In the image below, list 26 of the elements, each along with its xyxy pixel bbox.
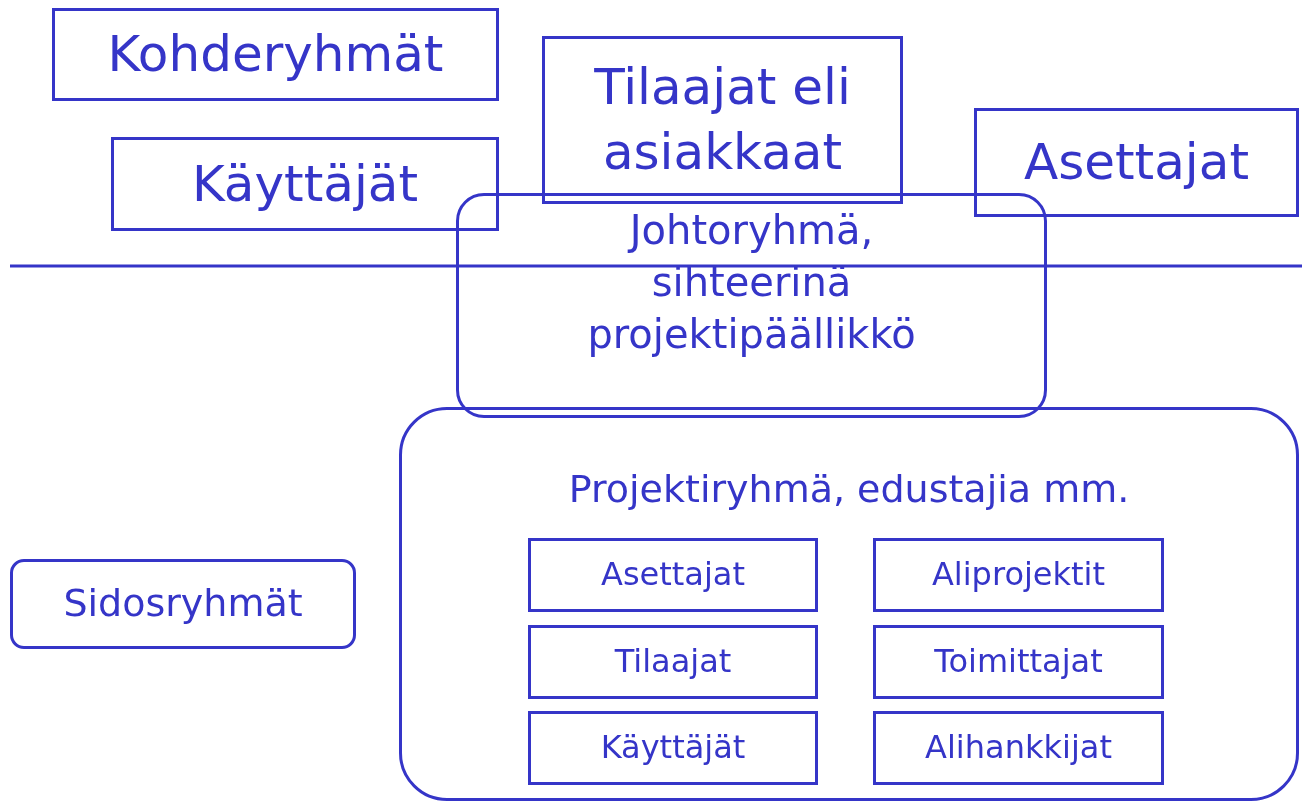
rounded-group-box	[10, 559, 356, 649]
rounded-group-box	[456, 193, 1047, 418]
box-label: Toimittajat	[934, 641, 1103, 683]
group-box	[873, 625, 1164, 699]
box-label: Käyttäjät	[600, 727, 746, 769]
box-label: Tilaajat eli asiakkaat	[593, 57, 852, 183]
box-label: Asettajat	[601, 554, 745, 596]
group-box	[873, 538, 1164, 612]
box-label: Projektiryhmä, edustajia mm.	[568, 466, 1130, 513]
group-box	[974, 108, 1299, 217]
group-box	[542, 36, 903, 204]
box-label: Asettajat	[1024, 132, 1249, 193]
rounded-group-box	[399, 407, 1299, 801]
group-box	[528, 711, 818, 785]
group-box	[111, 137, 499, 231]
group-box	[528, 625, 818, 699]
box-label: Kohderyhmät	[107, 24, 444, 85]
box-label: Alihankkijat	[925, 727, 1112, 769]
box-label: Sidosryhmät	[63, 580, 303, 628]
group-box	[873, 711, 1164, 785]
box-label: Käyttäjät	[191, 153, 419, 215]
group-box	[52, 8, 499, 101]
box-label: Aliprojektit	[931, 554, 1106, 596]
group-box	[528, 538, 818, 612]
box-label: Tilaajat	[614, 641, 732, 683]
box-label: Johtoryhmä, sihteerinä projektipäällikkö	[586, 206, 917, 359]
